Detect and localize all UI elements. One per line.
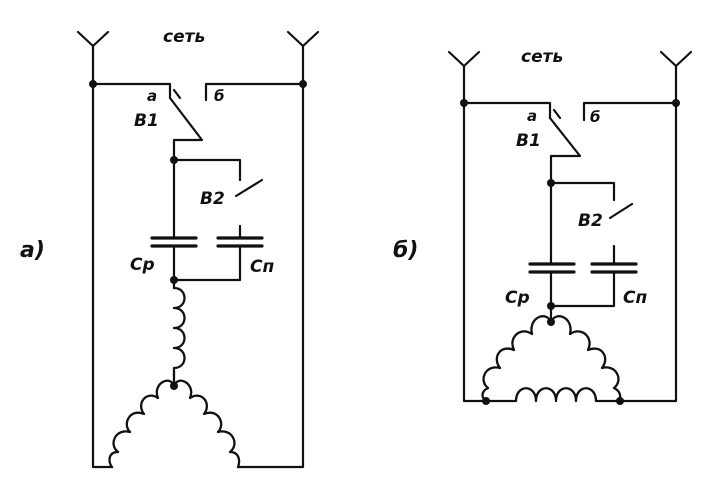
- winding-coil-bottom: [484, 387, 622, 403]
- network-terminal-right-icon: [286, 30, 320, 86]
- contact-b-label: б: [214, 87, 224, 105]
- cap-start-label: Сп: [250, 257, 274, 277]
- junction-dot: [672, 99, 680, 107]
- bus-left: [91, 82, 172, 100]
- network-label: сеть: [521, 47, 563, 67]
- right-rail: [236, 82, 305, 469]
- cap-run-label: Ср: [130, 255, 155, 275]
- winding-coil-left: [108, 379, 176, 469]
- left-rail: [462, 101, 488, 403]
- switch-b1-label: В1: [134, 111, 159, 131]
- contact-a-label: а: [527, 107, 537, 125]
- junction-dot: [460, 99, 468, 107]
- junction-dot: [547, 318, 555, 326]
- winding-coil-top: [172, 286, 186, 388]
- junction-dot: [616, 397, 624, 405]
- junction-dot: [547, 179, 555, 187]
- winding-coil-right: [549, 315, 622, 403]
- right-rail: [618, 101, 678, 403]
- cap-start-wire: [172, 158, 264, 282]
- switch-b1-label: В1: [516, 131, 541, 151]
- junction-dot: [547, 302, 555, 310]
- bus-left: [462, 101, 552, 120]
- junction-dot: [482, 397, 490, 405]
- switch-b1: [168, 88, 204, 162]
- junction-dot: [170, 156, 178, 164]
- bus-right: [204, 82, 305, 102]
- diagram-a-label: а): [20, 238, 45, 263]
- diagram-b: сеть а б В1 В2 Ср Сп б): [393, 47, 693, 405]
- network-terminal-left-icon: [447, 50, 481, 105]
- diagram-b-label: б): [393, 238, 418, 263]
- winding-coil-right: [172, 379, 241, 469]
- switch-b2-label: В2: [200, 189, 225, 209]
- switch-b1: [548, 108, 582, 185]
- junction-dot: [170, 382, 178, 390]
- cap-run-label: Ср: [505, 288, 530, 308]
- diagram-a: сеть а б В1 В2 Ср Сп а): [20, 27, 320, 469]
- network-terminal-right-icon: [659, 50, 693, 105]
- left-rail: [91, 82, 114, 469]
- winding-coil-left: [481, 315, 553, 403]
- cap-start-wire: [549, 181, 634, 308]
- network-label: сеть: [163, 27, 205, 47]
- switch-b2-label: В2: [578, 211, 603, 231]
- cap-start-label: Сп: [623, 288, 647, 308]
- network-terminal-left-icon: [76, 30, 110, 86]
- junction-dot: [89, 80, 97, 88]
- contact-a-label: а: [147, 87, 157, 105]
- bus-right: [582, 101, 678, 122]
- contact-b-label: б: [590, 108, 600, 126]
- junction-dot: [299, 80, 307, 88]
- junction-dot: [170, 276, 178, 284]
